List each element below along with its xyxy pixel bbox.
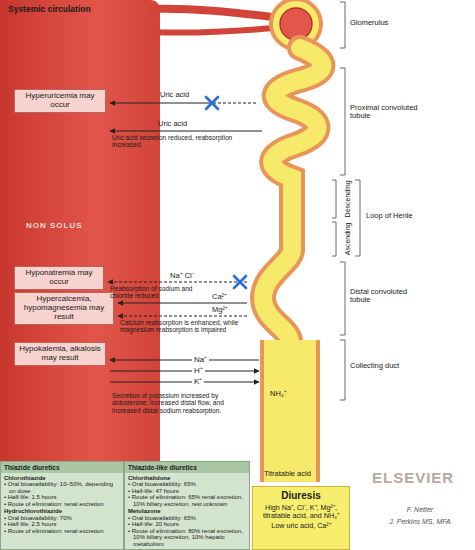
box-text: Hydrochlorothiazide bbox=[4, 508, 120, 514]
box-heading: Diuresis bbox=[257, 490, 345, 502]
bracket bbox=[332, 2, 360, 400]
label: Titratable acid bbox=[264, 470, 320, 478]
box-text: • Route of elimination: 65% renal excret… bbox=[128, 494, 246, 507]
box-text: Chlorothiazide bbox=[4, 475, 120, 481]
blood-vessel bbox=[0, 0, 274, 478]
label: Descending bbox=[344, 175, 352, 223]
box-text: • Half-life: 2.5 hours bbox=[4, 521, 120, 527]
box-heading: Hyponatremia may occur bbox=[18, 269, 100, 287]
label: ELSEVIER bbox=[372, 470, 454, 487]
label: Glomerulus bbox=[350, 19, 388, 27]
drug-table-column: Thiazide diureticsChlorothiazide• Oral b… bbox=[0, 461, 124, 550]
label: Reabsorption of sodium and chloride redu… bbox=[110, 285, 208, 300]
label: Uric acid secretion reduced, reabsorptio… bbox=[112, 134, 252, 149]
label: Secretion of potassium increased by aldo… bbox=[112, 392, 252, 414]
box-text: • Half-life: 20 hours bbox=[128, 521, 246, 527]
label: Ascending bbox=[344, 215, 352, 263]
label: K⁺ bbox=[192, 377, 204, 387]
label: Uric acid bbox=[158, 120, 187, 128]
box-text: • Half-life: 1.5 hours bbox=[4, 494, 120, 500]
box-text: Low uric acid, Ca²⁺ bbox=[257, 522, 345, 530]
drug-table-column: Thiazide-like diureticsChlorthalidone• O… bbox=[124, 461, 250, 550]
box-text: • Route of elimination: 80% renal excret… bbox=[128, 528, 246, 547]
box-text: • Route of elimination: renal excretion bbox=[4, 528, 120, 534]
box-heading: Hypokalemia, alkalosis may result bbox=[18, 345, 102, 363]
label: Calcium reabsorption is enhanced, while … bbox=[120, 319, 242, 334]
box-text: • Oral bioavailability: 65% bbox=[128, 515, 246, 521]
effect-box: Hyperuricemia may occur bbox=[14, 89, 106, 113]
label: F. Netter bbox=[380, 506, 460, 514]
label: Collecting duct bbox=[350, 362, 420, 370]
label: NH₄⁺ bbox=[270, 390, 287, 398]
effect-box: Hyponatremia may occur bbox=[14, 266, 104, 290]
box-text: • Oral bioavailability: 10–50%, dependin… bbox=[4, 481, 120, 494]
effect-box: Hypokalemia, alkalosis may result bbox=[14, 342, 106, 366]
label: Systemic circulation bbox=[8, 5, 148, 15]
nephron-tubule bbox=[263, 0, 323, 482]
box-text: High Na⁺, Cl⁻, K⁺, Mg²⁺, titratable acid… bbox=[257, 504, 345, 521]
label: J. Perkins MS, MFA bbox=[380, 518, 460, 526]
label: Uric acid bbox=[160, 91, 189, 99]
box-text: • Oral bioavailability: 65% bbox=[128, 481, 246, 487]
label: Distal convoluted tubule bbox=[350, 288, 420, 305]
box-heading: Thiazide diuretics bbox=[1, 462, 123, 473]
label: Proximal convoluted tubule bbox=[350, 104, 420, 121]
box-heading: Hypercalcemia, hypomagnesemia may result bbox=[18, 295, 110, 322]
box-heading: Thiazide-like diuretics bbox=[125, 462, 249, 473]
effect-box: Hypercalcemia, hypomagnesemia may result bbox=[14, 292, 114, 325]
box-text: Metolazone bbox=[128, 508, 246, 514]
label: H⁺ bbox=[192, 366, 205, 376]
label: Na⁺ bbox=[192, 355, 209, 365]
box-heading: Hyperuricemia may occur bbox=[18, 92, 102, 110]
box-text: • Oral bioavailability: 70% bbox=[4, 515, 120, 521]
box-text: • Half-life: 47 hours bbox=[128, 488, 246, 494]
label: Loop of Henle bbox=[366, 212, 426, 220]
result-box: DiuresisHigh Na⁺, Cl⁻, K⁺, Mg²⁺, titrata… bbox=[252, 486, 350, 550]
block-mark bbox=[206, 97, 246, 288]
label: Mg²⁺ bbox=[212, 306, 228, 314]
box-text: Chlorthalidone bbox=[128, 475, 246, 481]
label: Ca²⁺ bbox=[212, 293, 227, 301]
label: Na⁺ Cl⁻ bbox=[170, 272, 195, 280]
label: NON SOLUS bbox=[26, 222, 83, 231]
transport-arrows bbox=[108, 103, 262, 382]
box-text: • Route of elimination: renal excretion bbox=[4, 501, 120, 507]
